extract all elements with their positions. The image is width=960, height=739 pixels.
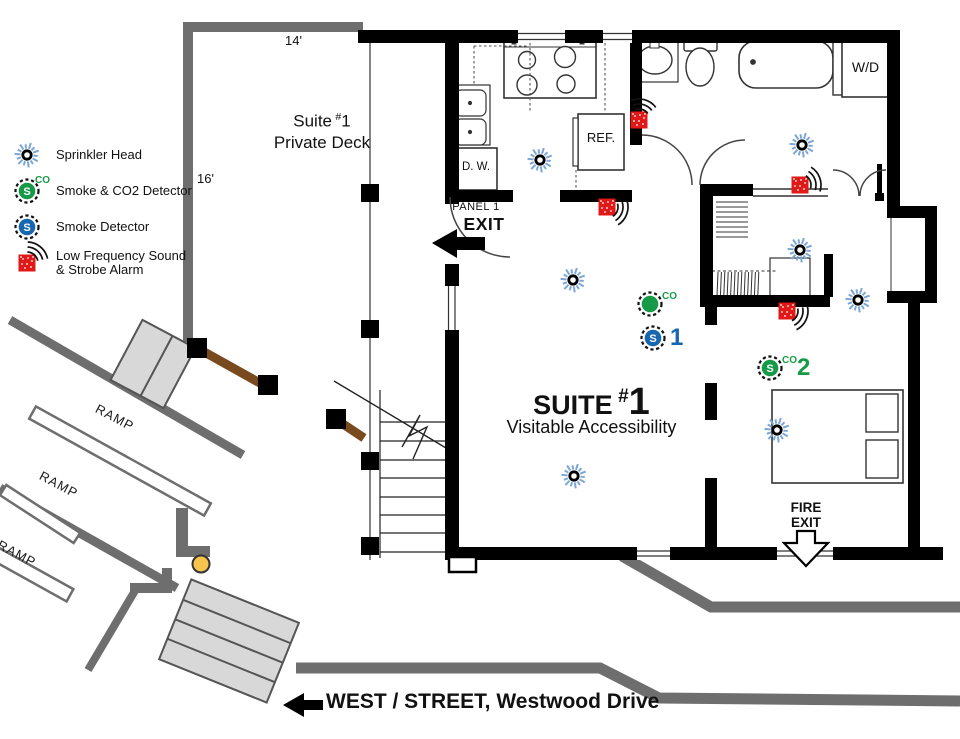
- ramp-bar-2: [0, 483, 82, 545]
- co-superscript: CO: [782, 355, 797, 366]
- walk-diagonal: [84, 586, 140, 673]
- strobe-alarm-marker: [761, 285, 813, 337]
- porch-step: [447, 555, 478, 574]
- suite-title-num: 1: [628, 381, 650, 423]
- walk-elbow-v: [176, 508, 188, 556]
- walk-elbow-h: [176, 546, 210, 557]
- legend-label: Low Frequency Sound & Strobe Alarm: [56, 247, 187, 277]
- suite-subtitle: Visitable Accessibility: [506, 417, 677, 437]
- deck-height-dim: 16': [197, 171, 214, 186]
- legend-item-sprinkler: Sprinkler Head: [8, 140, 192, 170]
- strobe-alarm-marker: [581, 181, 633, 233]
- legend-label: Smoke & CO2 Detector: [56, 182, 192, 198]
- street-label: WEST / STREET, Westwood Drive: [326, 690, 660, 713]
- closet-interior: [712, 201, 811, 298]
- deck-title-hash: #: [335, 111, 342, 123]
- smoke-icon: S: [8, 212, 46, 242]
- walk-step-h: [130, 583, 172, 593]
- street-line: [296, 662, 960, 707]
- fire-exit-label-line2: EXIT: [790, 515, 821, 530]
- kitchen-fixtures: [450, 39, 625, 191]
- sprinkler-icon: [8, 140, 46, 170]
- panel-label: PANEL 1: [452, 201, 500, 213]
- counter-dashed-lines: [473, 43, 606, 190]
- legend-label: Smoke Detector: [56, 218, 150, 234]
- co-superscript: CO: [662, 291, 677, 302]
- deck-stairs: [333, 380, 447, 558]
- svg-text:S: S: [23, 186, 30, 198]
- entry-dot: [191, 554, 211, 574]
- deck-title-num: 1: [341, 111, 351, 131]
- fire-exit-label-line1: FIRE: [790, 500, 822, 515]
- ramp-bar-3: [0, 540, 76, 604]
- fire-exit-arrow-icon: [781, 529, 831, 568]
- suite-title: SUITE #1: [484, 381, 699, 424]
- legend-item-smoke: S Smoke Detector: [8, 212, 192, 242]
- deck-rail-left: [183, 22, 193, 342]
- sprinkler-marker: [557, 459, 591, 493]
- walls: [358, 30, 943, 560]
- walk-step-v: [162, 568, 172, 592]
- strobe-alarm-marker: [613, 94, 665, 146]
- strobe-alarm-marker: [774, 159, 826, 211]
- smoke-co2-detector-marker: [635, 289, 665, 319]
- deck-title-line1: Suite #1: [242, 111, 402, 132]
- deck-title-line2: Private Deck: [273, 133, 371, 152]
- detector-number: 1: [670, 324, 684, 351]
- deck-edge: [361, 43, 379, 560]
- deck-handrails: [187, 338, 367, 442]
- deck-width-dim: 14': [285, 33, 302, 48]
- ramp-landing: [109, 318, 197, 410]
- exit-label: EXIT: [463, 214, 505, 234]
- exit-arrow-icon: [432, 229, 485, 258]
- co-superscript: CO: [35, 175, 50, 186]
- sprinkler-marker: [841, 283, 875, 317]
- suite-title-word: SUITE: [533, 390, 613, 420]
- legend-item-smoke_co2: S CO Smoke & CO2 Detector: [8, 175, 192, 206]
- ref-label: REF.: [586, 130, 616, 145]
- sprinkler-marker: [785, 128, 819, 162]
- strobe-icon: [8, 241, 49, 278]
- smoke-detector-marker: S: [638, 323, 668, 353]
- street-stairs: [157, 578, 301, 704]
- legend-item-strobe: Low Frequency Sound & Strobe Alarm: [8, 241, 192, 278]
- street-arrow-icon: [283, 693, 323, 717]
- smoke-co2-icon: S CO: [8, 175, 50, 206]
- svg-text:S: S: [649, 333, 656, 345]
- svg-text:S: S: [766, 363, 773, 375]
- ramp-bar-1: [27, 404, 213, 518]
- fire-exit-path: [619, 551, 960, 613]
- sprinkler-marker: [556, 263, 590, 297]
- dw-label: D. W.: [461, 161, 491, 173]
- svg-text:S: S: [23, 222, 30, 234]
- smoke-co2-detector-marker: S: [755, 353, 785, 383]
- legend-label: Sprinkler Head: [56, 146, 142, 162]
- sprinkler-marker: [760, 413, 794, 447]
- deck-title-word: Suite: [293, 111, 332, 131]
- suite-title-hash: #: [618, 386, 629, 407]
- sprinkler-marker: [523, 143, 557, 177]
- sprinkler-marker: [783, 233, 817, 267]
- wd-label: W/D: [851, 59, 880, 75]
- deck-rail-top: [183, 22, 363, 32]
- detector-number: 2: [797, 354, 811, 381]
